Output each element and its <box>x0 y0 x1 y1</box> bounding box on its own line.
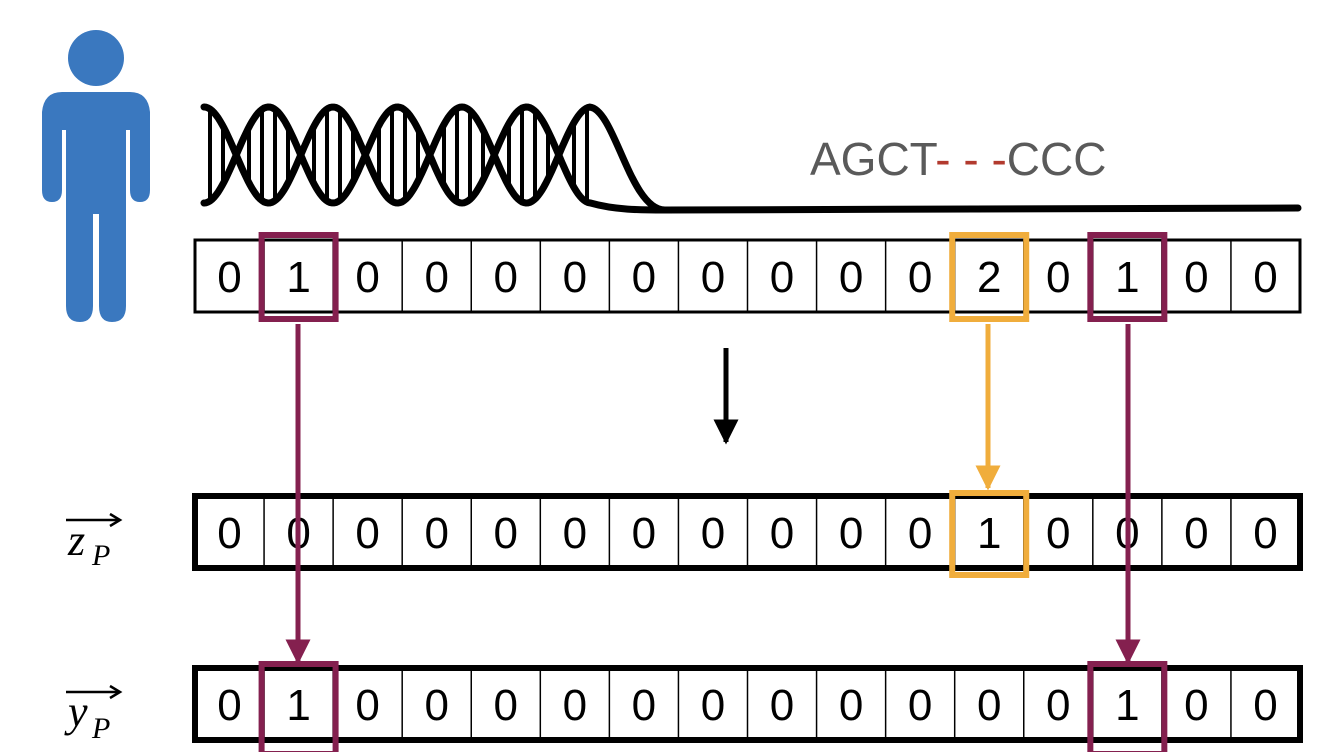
vector-cell: 0 <box>355 509 379 558</box>
vector-cell: 0 <box>701 253 725 302</box>
vector-cell: 1 <box>977 509 1001 558</box>
vector-cell: 0 <box>424 253 448 302</box>
vector-cell: 0 <box>424 509 448 558</box>
vector-cell: 0 <box>908 253 932 302</box>
vector-cell: 2 <box>977 253 1001 302</box>
highlight-box <box>258 232 339 322</box>
vector-cell: 0 <box>1046 509 1070 558</box>
vector-cell: 0 <box>701 681 725 730</box>
vector-cell: 0 <box>217 681 241 730</box>
highlight-box <box>949 232 1030 322</box>
vector-cell: 0 <box>839 509 863 558</box>
vector-cell: 1 <box>1115 253 1139 302</box>
y-label-main: y <box>64 687 88 736</box>
person-icon <box>42 30 150 322</box>
sequence-prefix: AGCT <box>810 133 938 185</box>
sequence-text: AGCT- - -CCC <box>810 133 1106 185</box>
vector-cell: 0 <box>1046 253 1070 302</box>
vector-cell: 0 <box>494 253 518 302</box>
vector-cell: 0 <box>355 253 379 302</box>
vector-cell: 0 <box>1184 681 1208 730</box>
y-label-sub: P <box>91 712 110 745</box>
vector-cell: 0 <box>1184 509 1208 558</box>
vector-cell: 0 <box>217 509 241 558</box>
vector-cell: 0 <box>1253 509 1277 558</box>
sequence-suffix: CCC <box>1007 133 1107 185</box>
z-label-main: z <box>67 516 85 565</box>
vector-cell: 0 <box>770 509 794 558</box>
y-vector-label: y P <box>64 684 123 745</box>
vector-cell: 0 <box>839 253 863 302</box>
vector-cell: 0 <box>1046 681 1070 730</box>
vector-cell: 0 <box>1253 681 1277 730</box>
vector-cell: 0 <box>908 509 932 558</box>
vector-cell: 0 <box>494 509 518 558</box>
vector-cell: 0 <box>355 681 379 730</box>
vector-cell: 1 <box>286 253 310 302</box>
vector-cell: 0 <box>217 253 241 302</box>
vector-cell: 0 <box>839 681 863 730</box>
dna-helix-icon <box>200 103 1302 214</box>
vector-cell: 1 <box>1115 681 1139 730</box>
highlight-box <box>1087 232 1168 322</box>
vector-cell: 0 <box>701 509 725 558</box>
vector-cell: 0 <box>1184 253 1208 302</box>
vector-cell: 0 <box>563 681 587 730</box>
vector-cell: 0 <box>908 681 932 730</box>
vector-cell: 0 <box>632 253 656 302</box>
z-label-sub: P <box>91 539 110 572</box>
vector-cell: 0 <box>977 681 1001 730</box>
highlight-box <box>949 490 1030 578</box>
sequence-dashes: - - - <box>935 133 1007 185</box>
z-vector-label: z P <box>66 512 123 572</box>
vector-cell: 0 <box>563 253 587 302</box>
vector-cell: 0 <box>632 681 656 730</box>
vector-cell: 0 <box>563 509 587 558</box>
vector-cell: 0 <box>424 681 448 730</box>
vector-cell: 0 <box>770 681 794 730</box>
vector-cell: 0 <box>494 681 518 730</box>
vector-cell: 0 <box>1253 253 1277 302</box>
vector-cell: 0 <box>770 253 794 302</box>
vector-cell: 1 <box>286 681 310 730</box>
vector-cell: 0 <box>632 509 656 558</box>
